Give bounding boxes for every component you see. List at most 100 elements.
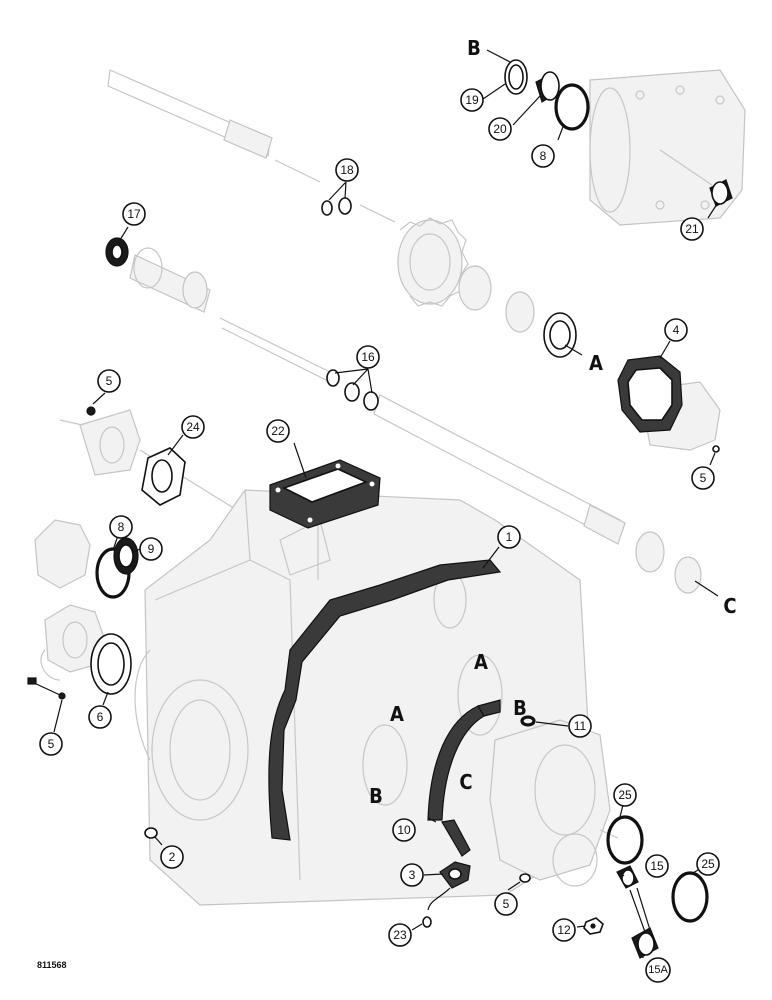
callout-5-upper-left: 5: [97, 369, 121, 393]
svg-text:4: 4: [673, 323, 680, 337]
callout-25-a: 25: [613, 783, 637, 807]
svg-text:25: 25: [618, 788, 632, 802]
callout-9: 9: [139, 537, 163, 561]
part-4-gasket: [617, 355, 683, 433]
part-10-gasket: [427, 699, 501, 857]
callout-2: 2: [160, 845, 184, 869]
wedge-line-a: [629, 889, 646, 933]
svg-text:16: 16: [361, 350, 375, 364]
part-5-bolt-lower-left: [27, 677, 66, 700]
callout-5-lower: 5: [494, 892, 518, 916]
svg-text:22: 22: [271, 424, 285, 438]
callout-4: 4: [664, 318, 688, 342]
part-25-oring-b: [671, 871, 709, 923]
callout-5-right: 5: [691, 466, 715, 490]
svg-text:1: 1: [506, 530, 513, 544]
svg-text:5: 5: [106, 374, 113, 388]
svg-text:15A: 15A: [648, 964, 668, 976]
part-6-shim: [90, 633, 132, 695]
letter-c-shaft: C: [723, 594, 736, 618]
callout-21: 21: [680, 217, 704, 241]
callout-24: 24: [181, 415, 205, 439]
part-bearing-a: [543, 312, 577, 358]
letter-a-shaft: A: [589, 351, 603, 375]
svg-text:5: 5: [700, 471, 707, 485]
part-17-seal: [105, 237, 129, 267]
part-9-bearing: [113, 537, 139, 575]
callout-11: 11: [568, 714, 592, 738]
part-25-oring-a: [606, 815, 644, 865]
part-15a-bearing: [631, 927, 659, 959]
svg-text:6: 6: [97, 710, 104, 724]
part-1-case-gasket: [268, 559, 502, 841]
svg-text:8: 8: [118, 520, 125, 534]
letter-b-case-right: B: [513, 696, 527, 720]
part-5-washer-right: [712, 445, 720, 453]
letter-c-case: C: [459, 770, 472, 794]
svg-text:15: 15: [650, 859, 664, 873]
letter-b-case-lower: B: [369, 784, 383, 808]
part-16-rings: [326, 369, 379, 411]
part-5-plug-lower: [519, 873, 531, 883]
part-18-rings: [321, 197, 352, 216]
ghosted-assembly: [34, 69, 746, 906]
svg-text:21: 21: [685, 222, 699, 236]
letter-a-case-left: A: [390, 702, 404, 726]
svg-text:25: 25: [701, 857, 715, 871]
callout-10: 10: [392, 818, 416, 842]
part-24-shim: [141, 447, 186, 506]
svg-text:9: 9: [148, 542, 155, 556]
callout-25-b: 25: [696, 852, 720, 876]
part-19-ring: [504, 59, 528, 95]
part-12-nut: [583, 917, 604, 935]
part-15-bearing: [616, 865, 639, 889]
callout-22: 22: [266, 419, 290, 443]
svg-text:10: 10: [397, 823, 411, 837]
callout-23: 23: [388, 923, 412, 947]
svg-text:24: 24: [186, 420, 200, 434]
leaders: [53, 49, 719, 958]
part-22-cover-gasket: [269, 459, 381, 529]
callout-15a: 15A: [645, 957, 671, 983]
part-3-cover: [427, 861, 471, 911]
letter-b-top: B: [467, 36, 481, 60]
part-20-bearing: [535, 71, 560, 103]
svg-text:11: 11: [574, 719, 587, 733]
svg-text:23: 23: [393, 928, 407, 942]
svg-text:20: 20: [493, 122, 507, 136]
callout-15: 15: [645, 854, 669, 878]
part-5-bolt-left: [86, 406, 96, 416]
svg-text:5: 5: [48, 737, 55, 751]
svg-text:18: 18: [340, 163, 354, 177]
callout-5-lower-left: 5: [39, 732, 63, 756]
callouts: 19 20 8 21 18 17 4 16 5 24 22 5 1 8 9 6 …: [39, 88, 720, 983]
svg-text:19: 19: [465, 93, 479, 107]
callout-17: 17: [122, 202, 146, 226]
callout-6: 6: [88, 705, 112, 729]
letter-a-case-upper: A: [474, 650, 488, 674]
callout-3: 3: [400, 863, 424, 887]
svg-text:8: 8: [540, 149, 547, 163]
part-23-oring: [422, 916, 432, 928]
callout-12: 12: [552, 918, 576, 942]
callout-16: 16: [356, 345, 380, 369]
part-2-plug: [144, 827, 158, 839]
callout-19: 19: [460, 88, 484, 112]
part-11-oring: [520, 715, 536, 727]
callout-20: 20: [488, 117, 512, 141]
callout-8-top: 8: [531, 144, 555, 168]
svg-text:5: 5: [503, 897, 510, 911]
svg-text:17: 17: [127, 207, 141, 221]
svg-text:2: 2: [169, 850, 176, 864]
svg-text:3: 3: [409, 868, 416, 882]
letter-markers: B A C A A B B C: [369, 36, 736, 808]
wedge-line-b: [636, 887, 651, 931]
callout-18: 18: [335, 158, 359, 182]
parts: [27, 59, 733, 959]
callout-1: 1: [497, 525, 521, 549]
figure-id: 811568: [37, 960, 67, 970]
callout-8-left: 8: [109, 515, 133, 539]
svg-text:12: 12: [557, 923, 571, 937]
part-21-bushing: [709, 179, 733, 207]
